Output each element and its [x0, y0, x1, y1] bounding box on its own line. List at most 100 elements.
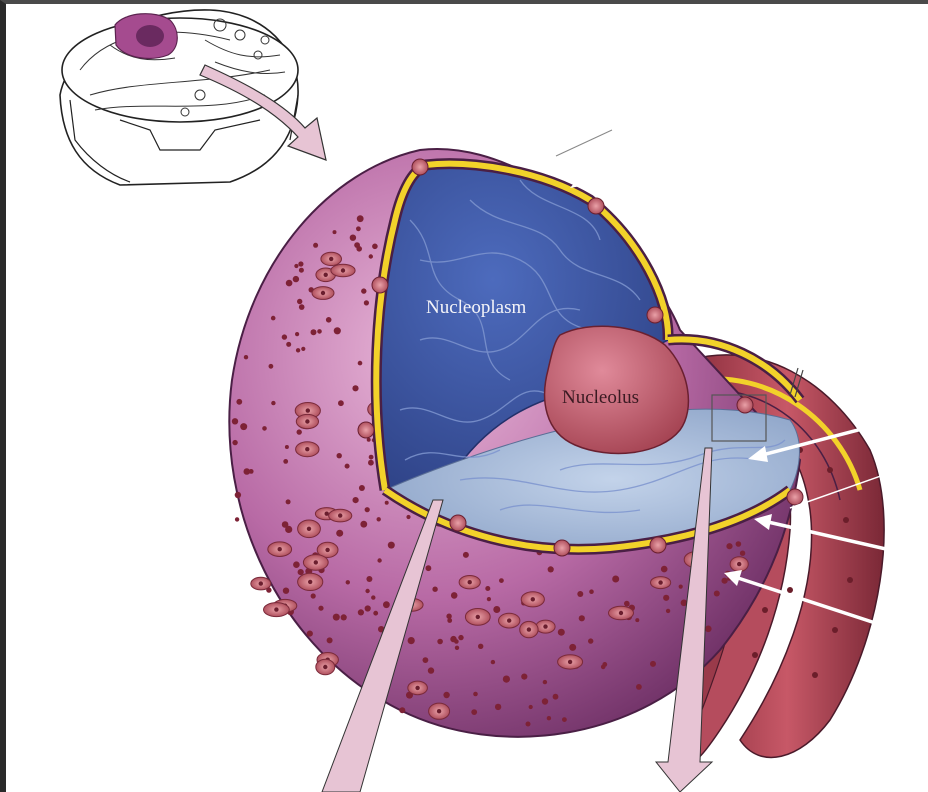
ribosome-dot	[341, 614, 347, 620]
ribosome-dot	[249, 469, 254, 474]
ribosome-dot	[350, 235, 356, 241]
ribosome-dot	[232, 440, 237, 445]
ribosome-dot	[365, 589, 369, 593]
ribosome-dot	[406, 515, 410, 519]
ribosome-dot	[443, 692, 449, 698]
nuclear-pore-center	[308, 580, 312, 584]
ribosome-dot	[661, 566, 668, 573]
ribosome-dot	[458, 635, 463, 640]
ribosome-dot	[635, 618, 639, 622]
ribosome-dot	[451, 592, 458, 599]
ribosome-dot	[385, 501, 389, 505]
ribosome-dot	[317, 329, 322, 334]
nuclear-pore-center	[306, 408, 310, 412]
ribosome-dot	[722, 578, 728, 584]
ribosome-dot	[478, 644, 483, 649]
ribosome-dot	[423, 657, 429, 663]
ribosome-dot	[352, 385, 358, 391]
ribosome-dot	[235, 492, 241, 498]
ribosome-dot	[526, 722, 531, 727]
ribosome-dot	[354, 242, 360, 248]
ribosome-dot	[373, 611, 378, 616]
ribosome-dot	[588, 638, 593, 643]
ribosome-dot	[318, 606, 323, 611]
ribosome-dot	[283, 588, 289, 594]
ribosome-dot	[244, 355, 248, 359]
ribosome-dot	[262, 426, 267, 431]
ribosome-dot	[589, 589, 594, 594]
ribosome-dot	[548, 566, 554, 572]
ribosome-dot	[286, 342, 291, 347]
ribosome-dot	[358, 361, 363, 366]
nuclear-pore-center	[476, 615, 480, 619]
ribosome-dot	[359, 485, 365, 491]
ribosome-dot	[333, 614, 340, 621]
ribosome-dot	[293, 561, 300, 568]
ribosome-dot	[383, 601, 390, 608]
ribosome-dot	[295, 332, 299, 336]
ribosome-dot	[485, 586, 490, 591]
ribosome-dot	[336, 530, 343, 537]
ribosome-dot	[493, 606, 500, 613]
ribosome-dot	[455, 646, 459, 650]
nuclear-pore-center	[658, 580, 662, 584]
ribosome-dot	[579, 615, 585, 621]
nuclear-pore-center	[278, 547, 282, 551]
ribosome-dot	[299, 268, 304, 273]
ribosome-dot	[286, 499, 291, 504]
ribosome-dot	[543, 680, 547, 684]
ribosome-dot	[491, 660, 495, 664]
ribosome-dot	[299, 304, 305, 310]
nuclear-pore-center	[737, 562, 741, 566]
ribosome-dot	[282, 334, 287, 339]
ribosome-dot	[282, 521, 289, 528]
ribosome-dot	[736, 541, 742, 547]
ribosome-dot	[365, 507, 370, 512]
ribosome-dot	[577, 591, 583, 597]
nuclear-pore-center	[324, 273, 328, 277]
ribosome-dot	[271, 316, 276, 321]
ribosome-dot	[432, 587, 437, 592]
ribosome-dot	[612, 576, 619, 583]
nuclear-pore-center	[468, 580, 472, 584]
ribosome-dot	[471, 709, 477, 715]
ribosome-dot	[356, 226, 361, 231]
ribosome-dot	[298, 569, 304, 575]
ribosome-dot	[499, 578, 504, 583]
nuclear-pore-center	[527, 627, 531, 631]
ribosome-dot	[285, 445, 289, 449]
ribosome-dot	[311, 593, 316, 598]
ribosome-dot	[297, 429, 302, 434]
ribosome-dot	[353, 497, 359, 503]
nuclear-pore-center	[259, 581, 263, 585]
ribosome-dot	[636, 684, 642, 690]
ribosome-dot	[334, 327, 341, 334]
ribosome-dot	[726, 543, 732, 549]
ribosome-dot	[705, 626, 712, 633]
ribosome-dot	[569, 644, 576, 651]
ribosome-dot	[357, 215, 364, 222]
ribosome-dot	[236, 399, 242, 405]
ribosome-dot	[450, 636, 456, 642]
ribosome-dot	[283, 459, 288, 464]
ribosome-dot	[240, 423, 247, 430]
ribosome-dot	[235, 517, 239, 521]
ribosome-dot	[232, 418, 238, 424]
ribosome-dot	[487, 597, 491, 601]
ribosome-dot	[297, 299, 302, 304]
ribosome-dot	[371, 595, 375, 599]
ribosome-dot	[294, 264, 298, 268]
ribosome-dot	[521, 674, 527, 680]
ribosome-dot	[542, 698, 548, 704]
ribosome-dot	[307, 631, 313, 637]
ribosome-dot	[740, 551, 745, 556]
ribosome-dot	[293, 276, 299, 282]
ribosome-dot	[558, 629, 565, 636]
ribosome-dot	[408, 637, 415, 644]
ribosome-dot	[269, 364, 274, 369]
ribosome-dot	[377, 517, 381, 521]
ribosome-dot	[446, 614, 451, 619]
nuclear-pore-center	[568, 660, 572, 664]
ribosome-dot	[368, 460, 374, 466]
ribosome-dot	[666, 609, 670, 613]
